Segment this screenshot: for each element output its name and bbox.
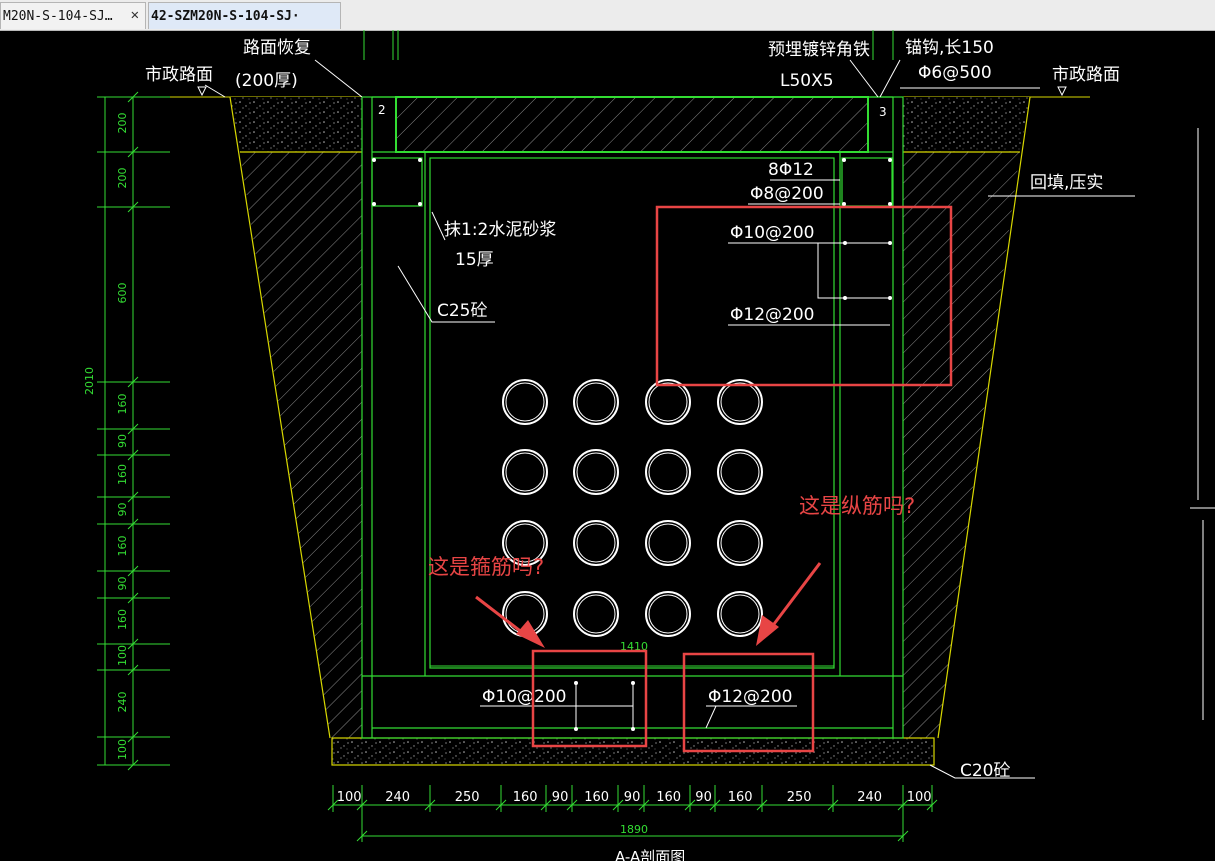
bottom-dim-label: 160 bbox=[584, 790, 609, 805]
bottom-dim-label: 240 bbox=[857, 790, 882, 805]
bottom-dim-label: 100 bbox=[337, 790, 362, 805]
left-dim-label: 90 bbox=[116, 577, 129, 591]
annotation-stirrup-question: 这是箍筋吗? bbox=[428, 555, 544, 579]
conduit-pipe bbox=[717, 591, 763, 637]
left-dim-label: 240 bbox=[116, 692, 129, 713]
bottom-dim-label: 160 bbox=[513, 790, 538, 805]
left-dim-label: 90 bbox=[116, 434, 129, 448]
conduit-pipe bbox=[645, 520, 691, 566]
bottom-dimension-chain: 100 240 250 160 90 160 90 160 90 160 250 240 100 bbox=[327, 665, 938, 842]
label-corner-left: 2 bbox=[378, 103, 386, 117]
conduit-pipe bbox=[645, 379, 691, 425]
left-dim-label: 160 bbox=[116, 464, 129, 485]
left-dim-label: 200 bbox=[116, 168, 129, 189]
dimension-labels: 1410 1890 2010 bbox=[83, 367, 648, 836]
annotation-boxes bbox=[531, 205, 953, 753]
right-edge-fragment bbox=[1190, 128, 1215, 720]
conduit-pipe bbox=[645, 591, 691, 637]
bottom-dim-label: 90 bbox=[552, 790, 569, 805]
bottom-dim-label: 100 bbox=[907, 790, 932, 805]
conduit-pipe bbox=[717, 379, 763, 425]
conduit-pipe bbox=[717, 449, 763, 495]
tab-bar: M20N-S-104-SJ… ✕ 42-SZM20N-S-104-SJ· bbox=[0, 0, 1215, 31]
bottom-dim-label: 160 bbox=[656, 790, 681, 805]
bottom-dim-label: 90 bbox=[695, 790, 712, 805]
cover-slab bbox=[395, 96, 869, 153]
close-icon[interactable]: ✕ bbox=[130, 7, 139, 23]
ground-symbols bbox=[197, 86, 1067, 97]
label-anchor-2: Φ6@500 bbox=[918, 63, 992, 83]
top-fragments bbox=[363, 30, 894, 60]
label-anchor-1: 锚钩,长150 bbox=[905, 38, 994, 58]
left-dim-label: 100 bbox=[116, 739, 129, 760]
left-dim-label: 600 bbox=[116, 283, 129, 304]
label-c25: C25砼 bbox=[437, 301, 488, 321]
tab-label: M20N-S-104-SJ… bbox=[3, 8, 113, 24]
annotation-longitudinal-question: 这是纵筋吗? bbox=[799, 494, 915, 518]
label-total-width: 1890 bbox=[620, 823, 648, 836]
bottom-dim-label: 160 bbox=[728, 790, 753, 805]
left-dim-label: 200 bbox=[116, 113, 129, 134]
conduit-pipe bbox=[573, 520, 619, 566]
drawing-labels: 市政路面 市政路面 路面恢复 (200厚) 预埋镀锌角铁 L50X5 锚钩,长1… bbox=[145, 38, 1120, 781]
tab-drawing-1[interactable]: M20N-S-104-SJ… ✕ bbox=[0, 2, 146, 29]
conduit-pipe bbox=[502, 379, 548, 425]
left-dim-label: 160 bbox=[116, 609, 129, 630]
tab-drawing-2[interactable]: 42-SZM20N-S-104-SJ· bbox=[148, 2, 341, 29]
bottom-dim-label: 250 bbox=[787, 790, 812, 805]
cad-drawing-canvas[interactable]: 200 200 600 160 90 160 90 160 90 160 100 240 100 100… bbox=[0, 30, 1215, 861]
left-dim-label: 160 bbox=[116, 394, 129, 415]
conduit-pipes bbox=[502, 379, 763, 637]
label-road-left: 市政路面 bbox=[145, 65, 213, 85]
label-road-restore-1: 路面恢复 bbox=[243, 38, 311, 58]
label-mortar-1: 抹1:2水泥砂浆 bbox=[444, 220, 556, 240]
label-road-restore-2: (200厚) bbox=[235, 71, 298, 91]
label-phi12-upper: Φ12@200 bbox=[730, 305, 814, 325]
conduit-pipe bbox=[645, 449, 691, 495]
label-corner-right: 3 bbox=[879, 105, 887, 119]
label-phi10-lower: Φ10@200 bbox=[482, 687, 566, 707]
label-angle-size: L50X5 bbox=[780, 71, 834, 91]
label-backfill: 回填,压实 bbox=[1030, 173, 1103, 193]
road-pavement-right bbox=[903, 97, 1030, 152]
conduit-pipe bbox=[502, 449, 548, 495]
label-c20: C20砼 bbox=[960, 761, 1011, 781]
left-dim-label: 160 bbox=[116, 536, 129, 557]
bottom-dim-label: 250 bbox=[455, 790, 480, 805]
backfill-hatch-left bbox=[240, 152, 362, 738]
label-phi12-lower: Φ12@200 bbox=[708, 687, 792, 707]
annotation-arrows bbox=[475, 562, 822, 648]
conduit-pipe bbox=[573, 379, 619, 425]
bottom-dim-label: 90 bbox=[624, 790, 641, 805]
label-mortar-2: 15厚 bbox=[455, 250, 494, 270]
label-phi8: Φ8@200 bbox=[750, 184, 824, 204]
conduit-pipe bbox=[573, 449, 619, 495]
bottom-dim-label: 240 bbox=[385, 790, 410, 805]
label-road-right: 市政路面 bbox=[1052, 65, 1120, 85]
c20-base-slab bbox=[331, 737, 935, 766]
label-section-title: A-A剖面图 bbox=[615, 848, 685, 861]
leader-lines bbox=[204, 59, 1135, 779]
label-embedded-angle: 预埋镀锌角铁 bbox=[768, 40, 870, 60]
left-dim-label: 90 bbox=[116, 503, 129, 517]
excavation-outline bbox=[229, 96, 1031, 739]
left-dim-label: 100 bbox=[116, 645, 129, 666]
road-pavement-left bbox=[230, 97, 362, 152]
conduit-pipe bbox=[573, 591, 619, 637]
left-dimension-chain: 200 200 600 160 90 160 90 160 90 160 100 240 100 bbox=[97, 91, 170, 771]
backfill-hatch-right bbox=[903, 152, 1020, 738]
tab-label: 42-SZM20N-S-104-SJ· bbox=[151, 8, 300, 24]
label-phi10-upper: Φ10@200 bbox=[730, 223, 814, 243]
conduit-pipe bbox=[717, 520, 763, 566]
conduit-pipe bbox=[502, 520, 548, 566]
label-8phi12: 8Φ12 bbox=[768, 160, 814, 180]
label-total-height: 2010 bbox=[83, 367, 96, 395]
